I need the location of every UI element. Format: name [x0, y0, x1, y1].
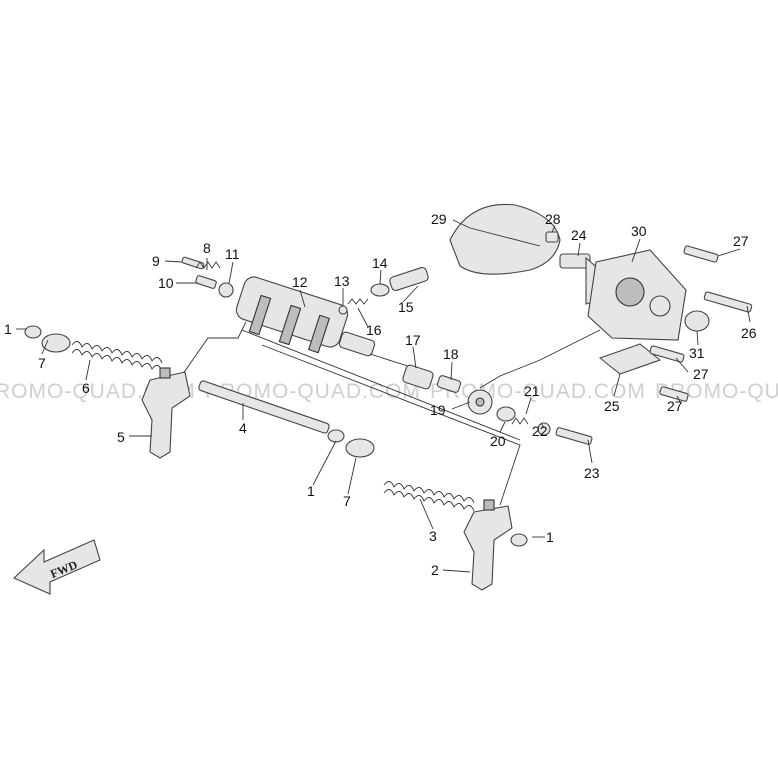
callout-12: 12 — [292, 274, 308, 290]
washer-22 — [537, 422, 551, 436]
circlip-right — [510, 533, 528, 547]
oring-14 — [370, 283, 390, 297]
callout-16: 16 — [366, 322, 382, 338]
fork-shaft — [198, 380, 330, 434]
callout-21: 21 — [524, 383, 540, 399]
detent-bolt — [195, 275, 217, 289]
callout-27: 27 — [693, 366, 709, 382]
callout-8: 8 — [203, 240, 211, 256]
callout-17: 17 — [405, 332, 421, 348]
callout-31: 31 — [689, 345, 705, 361]
dowel-pin-28 — [545, 231, 559, 243]
callout-15: 15 — [398, 299, 414, 315]
callout-4: 4 — [239, 420, 247, 436]
shift-arm-25 — [598, 343, 662, 375]
detent-spring — [195, 261, 221, 269]
assembly-guide-lines — [179, 321, 601, 506]
callout-27: 27 — [667, 398, 683, 414]
callout-20: 20 — [490, 433, 506, 449]
callout-13: 13 — [334, 273, 350, 289]
leader-lines — [16, 219, 751, 573]
callout-23: 23 — [584, 465, 600, 481]
cover-30 — [587, 249, 687, 341]
callouts: 1 7 6 5 4 9 8 10 11 12 13 14 15 16 17 18… — [4, 211, 757, 578]
callout-1: 1 — [307, 483, 315, 499]
callout-7: 7 — [343, 493, 351, 509]
callout-26: 26 — [741, 325, 757, 341]
spring-16 — [347, 298, 369, 305]
callout-25: 25 — [604, 398, 620, 414]
callout-22: 22 — [532, 423, 548, 439]
callout-9: 9 — [152, 253, 160, 269]
spring-21 — [511, 417, 529, 425]
callout-5: 5 — [117, 429, 125, 445]
circlip-mid — [327, 429, 345, 443]
plug-15 — [389, 266, 429, 292]
spring-right — [383, 481, 475, 512]
fwd-arrow: FWD — [13, 539, 101, 595]
callout-3: 3 — [429, 528, 437, 544]
shift-drum — [235, 276, 421, 371]
callout-19: 19 — [430, 402, 446, 418]
bolt-27-bottom — [659, 386, 689, 402]
spring-left — [71, 341, 163, 372]
callout-10: 10 — [158, 275, 174, 291]
callout-1: 1 — [546, 529, 554, 545]
sprocket-19 — [467, 389, 493, 415]
callout-24: 24 — [571, 227, 587, 243]
callout-14: 14 — [372, 255, 388, 271]
callout-29: 29 — [431, 211, 447, 227]
callout-30: 30 — [631, 223, 647, 239]
callout-27: 27 — [733, 233, 749, 249]
ball-13 — [338, 305, 348, 315]
callout-28: 28 — [545, 211, 561, 227]
washer-11 — [218, 282, 234, 298]
cam-plate-17 — [402, 364, 434, 390]
callout-1: 1 — [4, 321, 12, 337]
collar-left — [41, 333, 71, 353]
bolt-27-mid — [649, 345, 685, 363]
cover-gasket — [449, 203, 561, 275]
washer-20 — [496, 406, 516, 422]
bolt-26 — [703, 291, 753, 313]
shift-fork-right — [463, 499, 513, 591]
oil-seal-31 — [684, 310, 710, 332]
callout-7: 7 — [38, 355, 46, 371]
callout-2: 2 — [431, 562, 439, 578]
callout-6: 6 — [82, 380, 90, 396]
callout-18: 18 — [443, 346, 459, 362]
bolt-27-top — [683, 245, 719, 263]
bolt-23 — [555, 427, 593, 445]
callout-11: 11 — [225, 246, 240, 262]
circlip-left — [24, 325, 42, 339]
collar-mid — [345, 438, 375, 458]
shift-fork-left — [141, 367, 191, 459]
